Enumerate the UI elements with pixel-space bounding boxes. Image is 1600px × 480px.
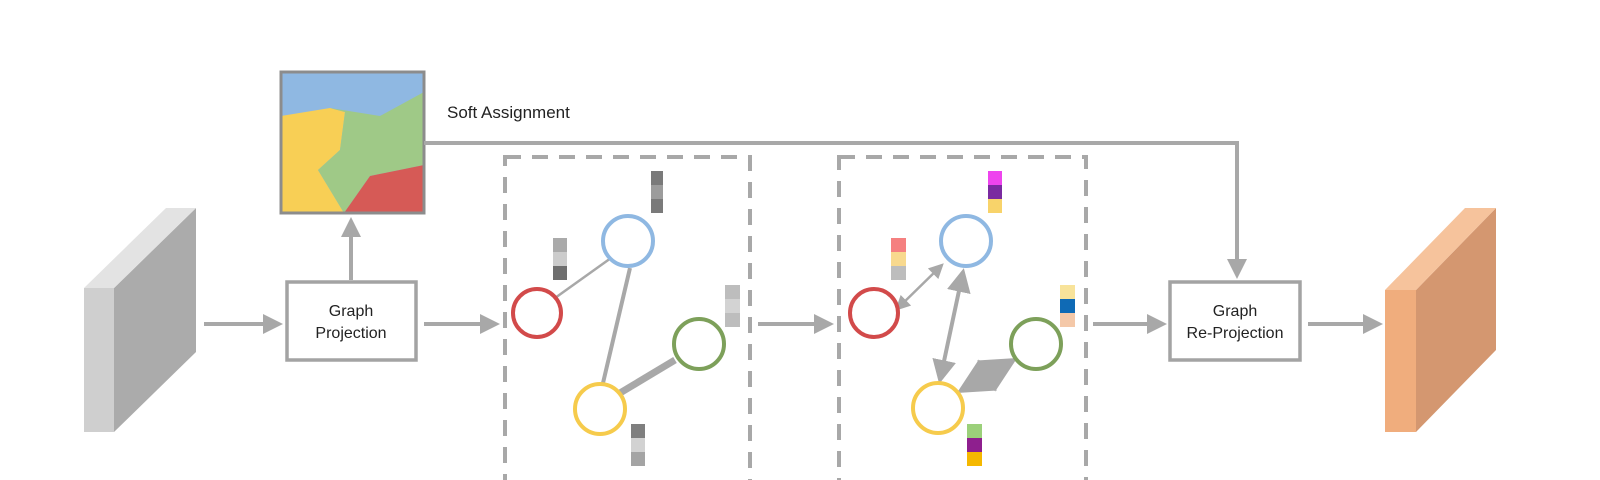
output-feature-block [1385, 208, 1496, 432]
input-feature-block [84, 208, 196, 432]
graph-projection-box: Graph Projection [285, 280, 418, 362]
graph2-dashed-box [837, 155, 1088, 480]
graph2-node-blue [939, 214, 993, 268]
graph-reprojection-label-line2: Re-Projection [1187, 325, 1284, 342]
graph1-node-yellow [573, 382, 627, 436]
graph-projection-label-line2: Projection [315, 325, 386, 342]
graph1-swatch-yellow [631, 424, 645, 466]
graph-reprojection-label-line1: Graph [1213, 303, 1257, 320]
graph2-swatch-red [891, 238, 906, 280]
graph1-swatch-green [725, 285, 740, 327]
graph2-swatch-yellow [967, 424, 982, 466]
graph-projection-label-line1: Graph [329, 303, 373, 320]
soft-assignment-map [279, 70, 426, 215]
graph1-edges [554, 256, 677, 397]
graph1-swatch-blue [651, 171, 663, 213]
graph-reprojection-box: Graph Re-Projection [1168, 280, 1302, 362]
graph2-node-red [848, 287, 900, 339]
graph1-swatch-red [553, 238, 567, 280]
graph2-node-green [1009, 317, 1063, 371]
soft-assignment-label: Soft Assignment [447, 103, 570, 122]
graph1-node-green [672, 317, 726, 371]
graph2-node-yellow [911, 381, 965, 435]
graph2-edges [895, 263, 1018, 394]
graph2-swatch-green [1060, 285, 1075, 327]
arrow-soft-assignment-skip [424, 141, 1247, 279]
graph1-dashed-box [503, 155, 752, 480]
graph1-node-blue [601, 214, 655, 268]
flow-arrows [204, 141, 1383, 334]
graph1-node-red [511, 287, 563, 339]
graph2-swatch-blue [988, 171, 1002, 213]
